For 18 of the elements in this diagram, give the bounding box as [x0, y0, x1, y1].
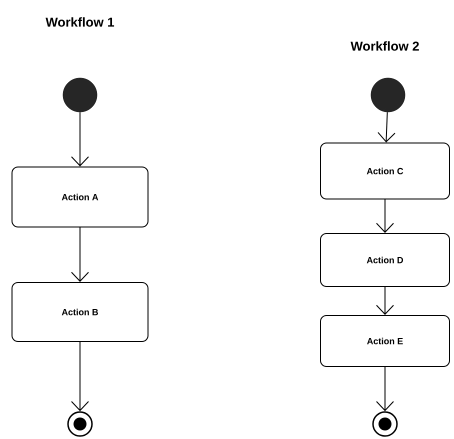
arrow — [376, 366, 394, 412]
heading: Workflow 2 — [350, 41, 419, 51]
arrow — [378, 112, 396, 142]
start-node — [62, 78, 98, 112]
action-box: Action B — [12, 282, 148, 342]
action-box: Action D — [320, 233, 450, 287]
start-node — [370, 78, 406, 112]
arrow — [71, 342, 89, 412]
arrow — [376, 286, 394, 315]
arrow — [71, 112, 89, 166]
end-node — [67, 411, 93, 437]
heading: Workflow 1 — [46, 17, 114, 27]
arrow — [71, 227, 89, 282]
arrow — [376, 199, 394, 233]
end-node — [372, 411, 398, 437]
action-box: Action C — [320, 142, 450, 200]
action-box: Action E — [320, 315, 450, 367]
action-box: Action A — [12, 166, 148, 228]
